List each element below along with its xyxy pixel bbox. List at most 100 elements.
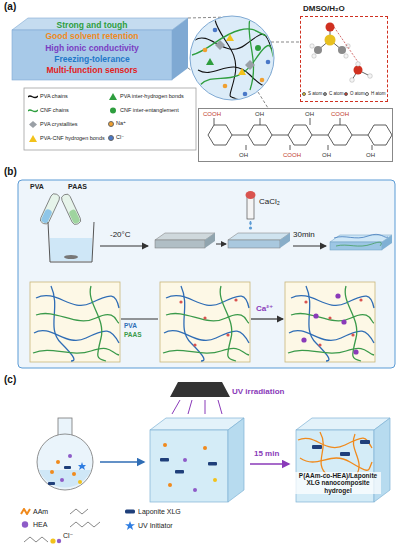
panel-b-art-part <box>285 282 375 362</box>
legend-item: O atom <box>344 92 365 97</box>
panel-b-art <box>18 180 395 368</box>
legend-text: C atom <box>329 92 344 97</box>
chain-label: PAAS <box>124 331 142 338</box>
panel-b-art-part <box>247 197 254 219</box>
panel-a-art-part <box>356 62 361 67</box>
panel-b-art-part <box>246 191 256 199</box>
panel-a-art-part <box>258 92 268 108</box>
legend-swatch <box>108 135 114 141</box>
node-text: Good solvent retention <box>12 32 172 42</box>
panel-c-art-part <box>228 418 244 502</box>
legend-item: UV Initiator <box>125 521 173 530</box>
panel-a-art <box>12 16 393 162</box>
tube-label: PVA <box>30 183 44 191</box>
panel-a-art-part-part <box>232 135 248 136</box>
panel-c-art-part-part <box>172 400 180 414</box>
legend-sample <box>108 93 118 100</box>
panel-c-art-part-part <box>56 460 60 464</box>
panel-b-art-part <box>228 233 290 240</box>
panel-c-art-part <box>100 461 144 463</box>
legend-swatch <box>302 92 306 96</box>
panel-c-art-part-part <box>64 466 71 469</box>
panel-c-art-part <box>37 434 93 490</box>
panel-c-art-part-part <box>175 470 184 474</box>
panel-c-art-part-part <box>360 440 370 444</box>
panel-a-art-part-part <box>368 125 392 145</box>
legend-sample <box>125 521 136 530</box>
panel-b-art-part-part <box>318 343 321 346</box>
panel-c-art-part <box>312 440 370 456</box>
panel-a-art-part-part <box>246 145 247 150</box>
panel-c-art-part <box>150 430 228 502</box>
panel-c-art-part <box>48 454 86 485</box>
panel-a-art-part-part <box>245 60 255 70</box>
panel-c-art-part <box>160 443 217 492</box>
panel-c-art-part-part <box>218 400 222 414</box>
panel-b-art-part <box>301 293 358 354</box>
node-text: OH <box>366 152 375 159</box>
panel-b-art-part <box>18 180 395 368</box>
step-label: 30min <box>293 231 315 240</box>
panel-a-art-part-part <box>288 125 312 145</box>
time-label: 15 min <box>254 450 279 459</box>
panel-a-art-part-part <box>352 135 368 136</box>
panel-a-art-part-part <box>290 145 291 150</box>
panel-c-art-part-part <box>208 462 217 466</box>
legend-text: H atom <box>371 92 386 97</box>
panel-letter: (c) <box>4 374 16 385</box>
legend-text: CNF inter-entanglement <box>120 108 179 114</box>
panel-c-art-part-part <box>68 454 72 458</box>
legend-item: H atom <box>365 92 386 97</box>
panel-c-art-part-part <box>183 458 187 462</box>
panel-c-art-part <box>24 509 100 542</box>
legend-sample <box>125 508 136 515</box>
panel-b-art-part-part <box>359 298 362 301</box>
panel-a-art-part <box>325 35 336 46</box>
panel-a-art-part <box>334 27 358 62</box>
node-text: OH <box>322 152 331 159</box>
legend-sample <box>20 521 31 528</box>
legend-text: CNF chains <box>40 108 69 114</box>
panel-a-art-part <box>192 18 275 100</box>
panel-c-art-part <box>298 432 372 476</box>
panel-a-art-part <box>312 54 316 58</box>
panel-b-art-part <box>179 298 362 346</box>
panel-a-art-part-part <box>372 145 373 150</box>
panel-a-art-part <box>24 88 196 150</box>
panel-c-art-part-part <box>168 483 172 487</box>
panel-a-art-part <box>314 46 322 54</box>
legend-swatch <box>108 121 114 127</box>
panel-a-art-part-part <box>203 48 208 53</box>
panel-b-art-part <box>330 235 392 242</box>
legend-sample-shape <box>28 110 38 112</box>
panel-c-art-part-part <box>78 462 86 470</box>
panel-letter: (a) <box>4 1 16 12</box>
panel-b-art-part-part <box>203 316 206 319</box>
panel-b-art-part-part <box>351 333 354 336</box>
panel-letter: (b) <box>4 166 17 177</box>
legend-text: PVA-CNF hydrogen bonds <box>40 136 105 142</box>
legend-sample-shape <box>110 108 116 114</box>
node-text: OH <box>239 152 248 159</box>
tube-label: PAAS <box>68 183 87 191</box>
panel-c-art-part-part <box>300 458 372 470</box>
panel-c-art-part <box>39 470 91 488</box>
solvent-box: DMSO/H₂O <box>300 16 388 102</box>
node-text: COOH <box>203 111 221 118</box>
panel-a-art-part <box>310 44 314 48</box>
panel-b-art-part-part <box>68 209 80 225</box>
panel-b-art-part <box>293 245 326 246</box>
panel-b-art-part <box>216 244 226 245</box>
panel-c-art-part-part <box>48 482 55 485</box>
panel-b-art-part <box>280 233 290 248</box>
panel-b-art-part <box>228 240 280 248</box>
legend-item: PVA chains <box>28 93 68 100</box>
legend-item: Cl⁻ <box>108 135 124 141</box>
panel-b-art-part <box>64 255 78 259</box>
panel-c-art-part-part <box>205 400 206 414</box>
panel-c-art-part-part <box>160 458 169 462</box>
legend-sample-shape <box>109 93 117 100</box>
panel-b-art-part <box>249 226 252 229</box>
ion-label: Cl⁻ <box>63 532 73 540</box>
